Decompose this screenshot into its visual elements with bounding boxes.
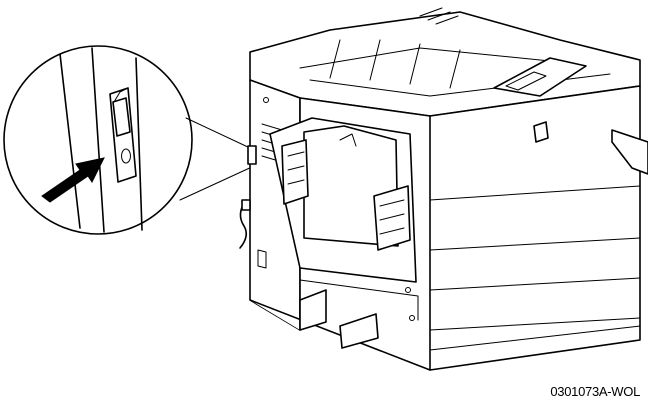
manual-feed-tray (269, 117, 417, 283)
pointing-arrow-icon (41, 157, 105, 203)
rocker-switch-icon (109, 87, 137, 183)
power-switch-callout (3, 45, 193, 235)
printer-base (299, 279, 641, 351)
figure-id-label: 0301073A-WOL (550, 384, 640, 399)
callout-leader (179, 117, 255, 201)
